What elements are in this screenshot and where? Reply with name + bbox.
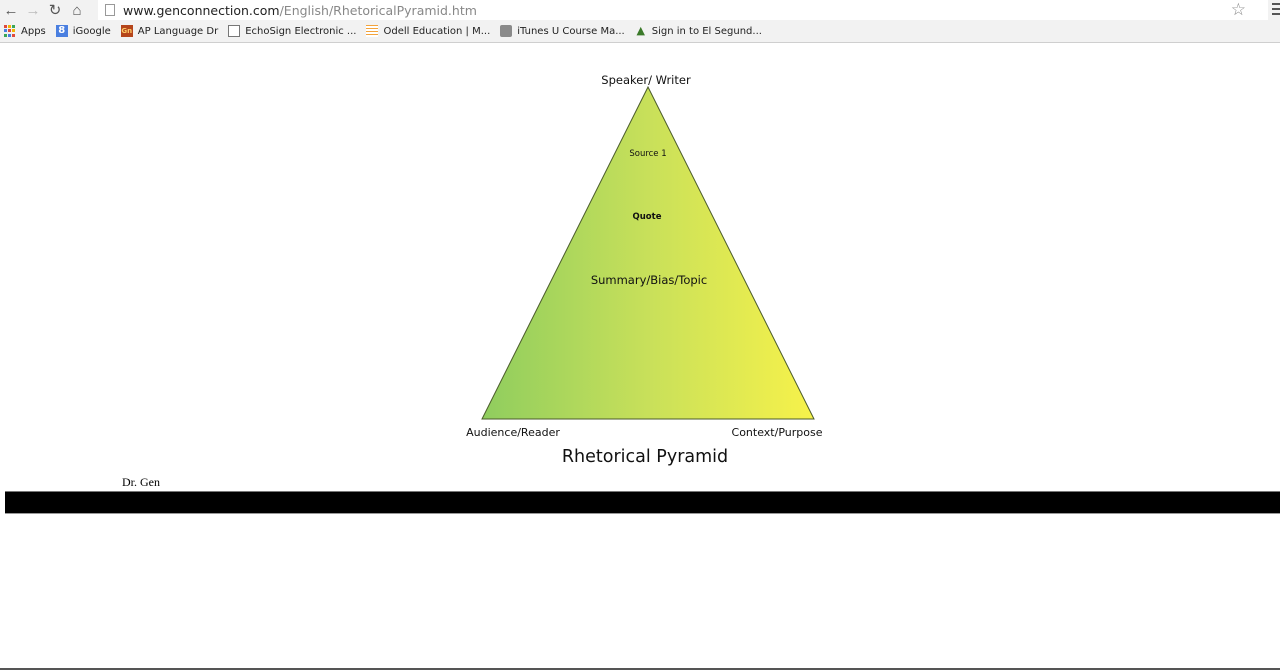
audience-label: Audience/Reader (466, 426, 560, 439)
home-button[interactable]: ⌂ (66, 0, 88, 20)
summary-label: Summary/Bias/Topic (590, 273, 708, 287)
bookmark-label: Odell Education | M... (383, 25, 491, 37)
odell-icon (366, 25, 379, 37)
forward-button[interactable]: → (22, 0, 44, 20)
google-icon: 8 (55, 25, 68, 37)
bookmark-igoogle[interactable]: 8 iGoogle (55, 25, 111, 37)
arrow-left-icon: ← (3, 1, 19, 19)
bookmark-itunes[interactable]: iTunes U Course Ma... (500, 25, 625, 37)
bookmark-label: EchoSign Electronic ... (245, 25, 357, 37)
tree-icon: ▲ (636, 24, 645, 37)
address-bar[interactable]: www.genconnection.com/English/Rhetorical… (98, 0, 1268, 20)
black-divider-bar (5, 491, 1280, 514)
hamburger-menu-icon[interactable] (1272, 3, 1280, 15)
page-icon (105, 4, 115, 16)
reload-button[interactable]: ↻ (44, 0, 66, 20)
apex-label: Speaker/ Writer (601, 73, 691, 87)
bookmark-odell[interactable]: Odell Education | M... (366, 25, 490, 37)
pyramid-triangle (481, 85, 815, 420)
context-label: Context/Purpose (731, 426, 823, 439)
home-icon: ⌂ (72, 1, 82, 19)
apps-grid-icon (4, 25, 16, 37)
bookmark-label: Sign in to El Segund... (651, 25, 762, 37)
author-name: Dr. Gen (122, 475, 160, 489)
back-button[interactable]: ← (0, 0, 22, 20)
pyramid-title: Rhetorical Pyramid (561, 447, 729, 467)
bookmark-ap-language[interactable]: Gn AP Language Dr (120, 25, 219, 37)
reload-icon: ↻ (48, 2, 62, 19)
bookmark-el-segundo[interactable]: ▲ Sign in to El Segund... (635, 25, 762, 37)
echosign-icon (228, 25, 241, 37)
browser-toolbar: ← → ↻ ⌂ www.genconnection.com/English/Rh… (0, 0, 1280, 20)
star-icon[interactable]: ☆ (1230, 0, 1246, 20)
taskbar-edge (0, 668, 1280, 670)
url-host: www.genconnection.com (123, 2, 280, 18)
rhetorical-pyramid-image: Speaker/ Writer Source 1 Quote Summary/B… (0, 44, 1280, 484)
url-path: /English/RhetoricalPyramid.htm (279, 2, 477, 18)
bookmark-label: iGoogle (72, 25, 111, 37)
bookmarks-bar: Apps 8 iGoogle Gn AP Language Dr EchoSig… (0, 20, 1280, 43)
bookmark-apps[interactable]: Apps (4, 25, 46, 37)
bookmark-label: Apps (21, 25, 46, 37)
quote-label: Quote (632, 212, 662, 222)
bookmark-label: iTunes U Course Ma... (517, 25, 625, 37)
bookmark-echosign[interactable]: EchoSign Electronic ... (228, 25, 356, 37)
bookmark-label: AP Language Dr (137, 25, 219, 37)
itunes-icon (500, 25, 513, 37)
source-label: Source 1 (629, 149, 667, 159)
arrow-right-icon: → (25, 1, 41, 19)
genconnection-icon: Gn (120, 25, 133, 37)
